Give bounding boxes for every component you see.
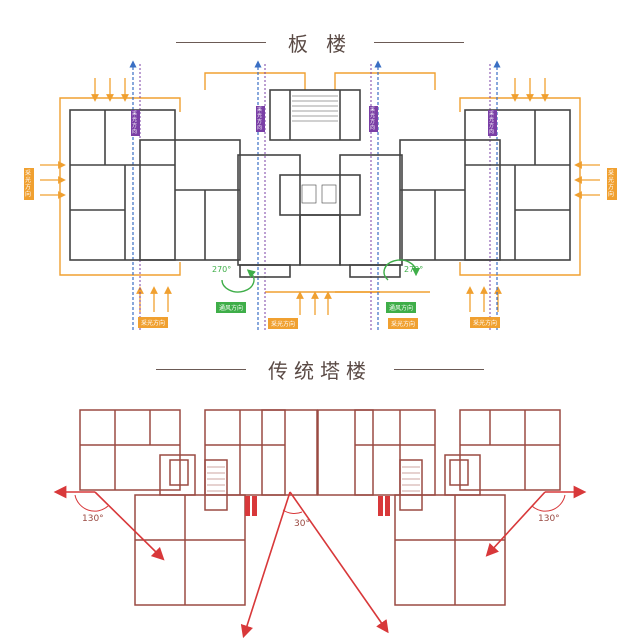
stair-hatching (292, 95, 338, 204)
light-arrows (40, 78, 600, 315)
light-label-side-right: 采光方向 (607, 168, 617, 200)
light-label-side-left: 采光方向 (24, 168, 34, 200)
light-label-bottom-mid-right: 采光方向 (388, 318, 419, 329)
vent-label-3: 采光方向 (369, 106, 378, 132)
tower-angle-left: 130° (82, 514, 104, 524)
light-bracket-outlines (59, 72, 581, 293)
title-rule-right (374, 42, 465, 43)
tower-stairs (207, 466, 420, 492)
title-rule-left (175, 42, 266, 43)
vent-label-2: 采光方向 (256, 106, 265, 132)
vent-label-1: 采光方向 (131, 110, 140, 136)
angle-label-right: 270° (404, 265, 424, 274)
title-slab: 板 楼 (287, 32, 353, 56)
wind-label-right: 通风方向 (386, 302, 417, 313)
view-arcs (221, 259, 421, 293)
title-rule-right-2 (394, 369, 484, 370)
tower-angle-arcs (74, 494, 566, 514)
light-label-bottom-left: 采光方向 (138, 317, 169, 328)
vent-label-4: 采光方向 (488, 110, 497, 136)
light-label-bottom-mid-left: 采光方向 (268, 318, 299, 329)
section-title-slab: 板 楼 (0, 28, 640, 57)
slab-walls (69, 89, 571, 278)
tower-walls (79, 409, 561, 606)
tower-markers (245, 496, 390, 516)
tower-angle-mid: 30° (294, 519, 310, 529)
tower-angle-right: 130° (538, 514, 560, 524)
section-title-tower: 传统塔楼 (0, 355, 640, 384)
title-rule-left-2 (156, 369, 246, 370)
angle-label-left: 270° (212, 265, 232, 274)
light-label-bottom-right: 采光方向 (470, 317, 501, 328)
title-tower: 传统塔楼 (268, 359, 372, 383)
wind-label-left: 通风方向 (216, 302, 247, 313)
tower-view-lines (53, 485, 587, 639)
